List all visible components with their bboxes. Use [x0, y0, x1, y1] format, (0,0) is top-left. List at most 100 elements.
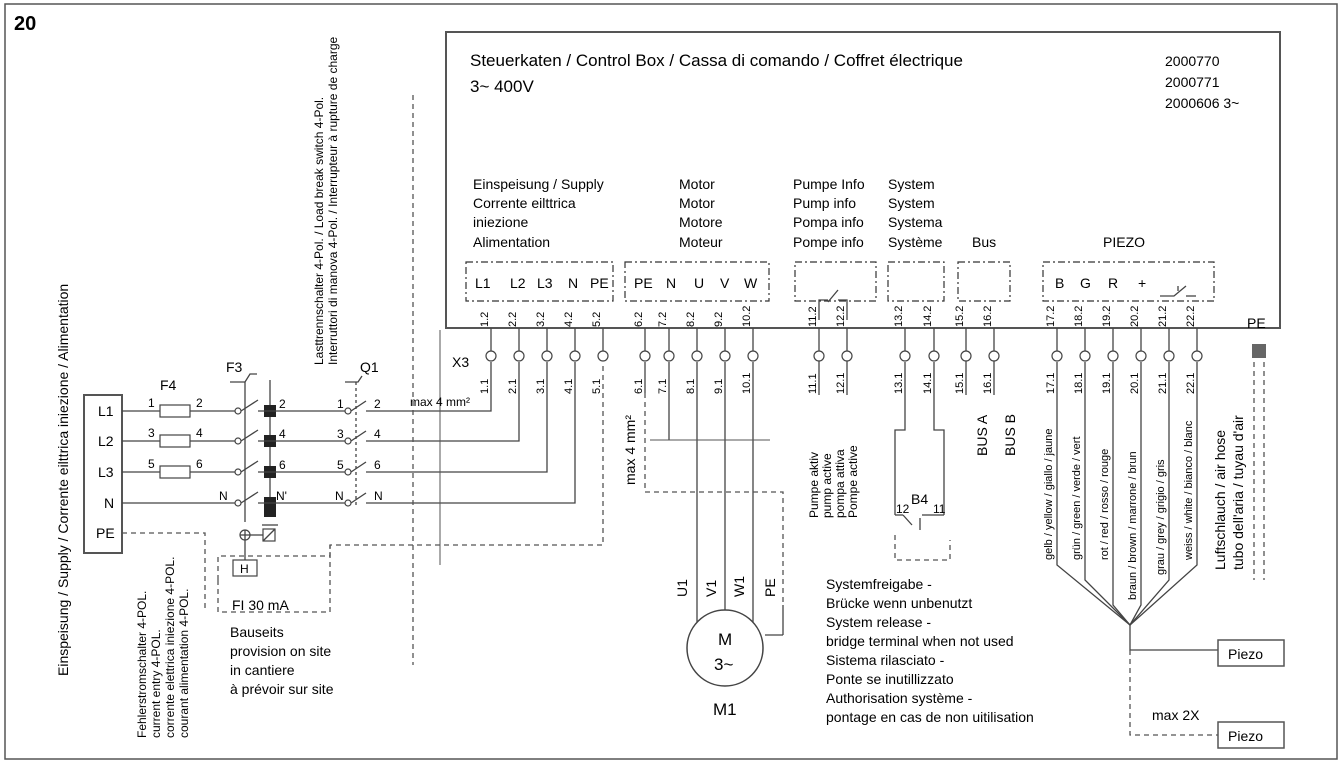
svg-text:in cantiere: in cantiere	[230, 662, 295, 678]
supply-source-box	[83, 394, 123, 554]
terminal-outer-number: 12.1	[835, 373, 847, 394]
svg-text:Bauseits: Bauseits	[230, 624, 284, 640]
terminal-outer-number: 14.1	[922, 373, 934, 394]
system-device-name: B4	[911, 491, 928, 507]
terminal-inner-number: 3.2	[535, 312, 547, 327]
bus-labels: BUS A BUS B	[974, 414, 1018, 456]
svg-text:Système: Système	[888, 234, 943, 250]
terminal-outer-number: 5.1	[591, 379, 603, 394]
svg-text:N: N	[219, 489, 228, 503]
svg-text:N': N'	[276, 489, 287, 503]
terminal-inner-number: 11.2	[807, 306, 819, 327]
svg-text:5: 5	[337, 458, 344, 472]
svg-text:3: 3	[337, 427, 344, 441]
terminal-screw	[1079, 350, 1091, 362]
svg-text:L2: L2	[510, 275, 526, 291]
svg-text:H: H	[240, 562, 249, 576]
terminal-inner-number: 8.2	[685, 312, 697, 327]
motor-terminal-letters: PE N U V W	[634, 275, 758, 291]
terminal-outer-number: 4.1	[563, 379, 575, 394]
terminal-screw	[719, 350, 731, 362]
piezo-group-header: PIEZO	[1103, 234, 1145, 250]
terminal-inner-number: 20.2	[1129, 306, 1141, 327]
terminal-screw	[691, 350, 703, 362]
supply-vertical-label: Einspeisung / Supply / Corrente eilttric…	[55, 284, 71, 676]
svg-text:L3: L3	[537, 275, 553, 291]
terminal-screw	[1191, 350, 1203, 362]
supply-group-header: Einspeisung / Supply Corrente eilttrica …	[473, 176, 604, 250]
control-box-title: Steuerkaten / Control Box / Cassa di com…	[470, 51, 963, 70]
terminal-inner-number: 4.2	[563, 312, 575, 327]
svg-text:Pumpe Info: Pumpe Info	[793, 176, 865, 192]
svg-text:L1: L1	[475, 275, 491, 291]
motor-cable-note: max 4 mm²	[622, 415, 638, 485]
terminal-inner-number: 22.2	[1185, 306, 1197, 327]
svg-text:4: 4	[279, 427, 286, 441]
svg-text:Luftschlauch / air hose: Luftschlauch / air hose	[1212, 430, 1228, 570]
terminal-inner-number: 21.2	[1157, 306, 1169, 327]
rcd-label: F3	[226, 359, 243, 375]
piezo-group-box	[1042, 261, 1215, 302]
svg-text:PE: PE	[590, 275, 609, 291]
piezo-max-note: max 2X	[1152, 707, 1200, 723]
svg-text:provision on site: provision on site	[230, 643, 331, 659]
svg-text:Brücke wenn unbenutzt: Brücke wenn unbenutzt	[826, 595, 972, 611]
terminal-outer-number: 16.1	[982, 373, 994, 394]
svg-text:grau / grey / grigio / gris: grau / grey / grigio / gris	[1155, 459, 1167, 575]
svg-text:pontage en cas de non uitilisa: pontage en cas de non uitilisation	[826, 709, 1034, 725]
terminal-inner-number: 6.2	[633, 312, 645, 327]
on-site-note: Bauseits provision on site in cantiere à…	[230, 624, 334, 697]
svg-text:L3: L3	[98, 464, 114, 480]
fuse-label: F4	[160, 377, 177, 393]
terminal-outer-number: 17.1	[1045, 373, 1057, 394]
piezo-device-label: Piezo	[1228, 646, 1263, 662]
piezo-device-2-box	[1217, 721, 1285, 749]
motor-wiring	[644, 362, 784, 687]
supply-group-box	[465, 261, 614, 302]
pump-group-box	[794, 261, 877, 302]
svg-text:5: 5	[148, 457, 155, 471]
terminal-outer-number: 6.1	[633, 379, 645, 394]
terminal-outer-number: 22.1	[1185, 373, 1197, 394]
svg-text:V1: V1	[703, 580, 719, 597]
terminal-screw	[1135, 350, 1147, 362]
motor-symbol: M 3~	[714, 630, 733, 674]
terminal-block-label: X3	[452, 354, 469, 370]
switch-note: Lasttrennschalter 4-Pol. / Load break sw…	[312, 37, 340, 365]
svg-text:BUS A: BUS A	[974, 414, 990, 456]
svg-text:Alimentation: Alimentation	[473, 234, 550, 250]
terminal-outer-number: 13.1	[893, 373, 905, 394]
svg-text:PE: PE	[762, 578, 778, 597]
svg-text:W: W	[744, 275, 758, 291]
svg-text:PE: PE	[96, 525, 115, 541]
svg-text:+: +	[1138, 275, 1146, 291]
svg-text:1: 1	[148, 396, 155, 410]
svg-text:Motor: Motor	[679, 176, 715, 192]
control-box-code-3: 2000606 3~	[1165, 95, 1239, 111]
control-box-code-2: 2000771	[1165, 74, 1220, 90]
rcd-note: Fehlerstromschalter 4-POL. current entry…	[135, 557, 191, 738]
terminal-screw	[597, 350, 609, 362]
svg-text:weiss / white / bianco / blanc: weiss / white / bianco / blanc	[1183, 420, 1195, 561]
svg-text:L2: L2	[98, 433, 114, 449]
svg-text:iniezione: iniezione	[473, 214, 528, 230]
system-release-notes: Systemfreigabe - Brücke wenn unbenutzt S…	[826, 576, 1034, 725]
control-box-voltage: 3~ 400V	[470, 77, 534, 96]
svg-text:6: 6	[279, 458, 286, 472]
control-box-code-1: 2000770	[1165, 53, 1220, 69]
terminal-outer-number: 11.1	[807, 373, 819, 394]
figure-number: 20	[14, 13, 36, 35]
svg-text:Pompe info: Pompe info	[793, 234, 864, 250]
system-group-box	[887, 261, 945, 302]
terminal-inner-number: 9.2	[713, 312, 725, 327]
rcd-output-numbers: 2 4 6 N' N	[219, 397, 287, 503]
terminal-inner-number: 16.2	[982, 306, 994, 327]
supply-cable-note: max 4 mm²	[410, 395, 470, 409]
svg-text:Motore: Motore	[679, 214, 723, 230]
svg-text:System: System	[888, 195, 935, 211]
svg-text:M: M	[718, 630, 732, 649]
svg-text:BUS B: BUS B	[1002, 414, 1018, 456]
page-frame	[4, 3, 1338, 760]
svg-text:Motor: Motor	[679, 195, 715, 211]
